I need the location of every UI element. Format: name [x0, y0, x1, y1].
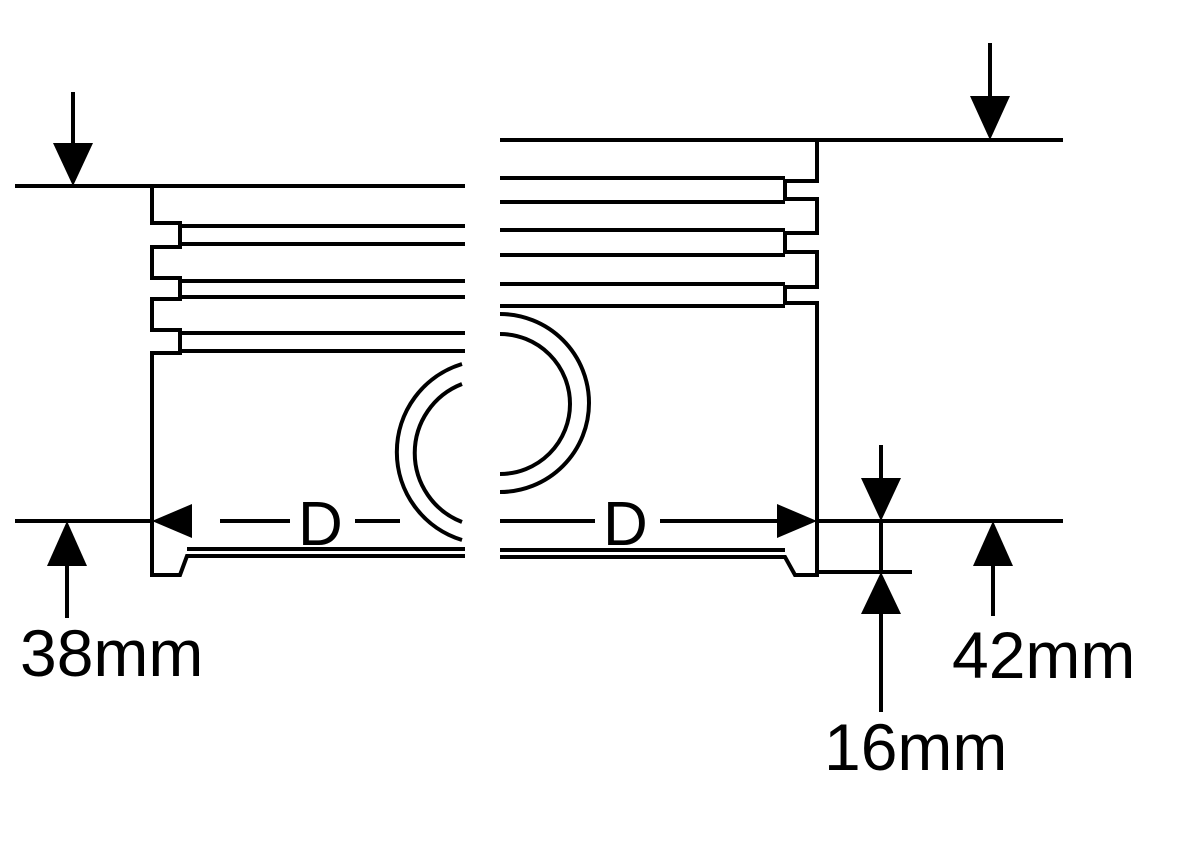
skirt-offset-top-arrowhead	[861, 478, 901, 521]
right-dimension-label: 42mm	[952, 618, 1135, 692]
right-piston-half	[499, 138, 1063, 577]
left-piston-half	[15, 184, 465, 577]
right-diameter-arrowhead	[777, 504, 817, 538]
left-diameter-arrowhead	[152, 504, 192, 538]
right-pin-boss-inner	[499, 332, 572, 476]
left-top-arrowhead	[53, 143, 93, 186]
skirt-offset-bottom-arrowhead	[861, 572, 901, 614]
right-diameter-label: D	[603, 490, 648, 559]
right-pin-boss-outer	[499, 312, 591, 494]
left-pin-boss-outer	[394, 362, 463, 542]
right-bottom-arrowhead	[973, 521, 1013, 566]
left-dimension-label: 38mm	[20, 616, 203, 690]
left-piston-profile	[150, 184, 465, 577]
left-bottom-arrowhead	[47, 521, 87, 566]
left-diameter-label: D	[298, 490, 343, 559]
right-piston-profile	[500, 138, 819, 577]
right-top-arrowhead	[970, 96, 1010, 140]
left-pin-boss-inner	[412, 382, 463, 524]
skirt-offset-label: 16mm	[824, 710, 1007, 784]
